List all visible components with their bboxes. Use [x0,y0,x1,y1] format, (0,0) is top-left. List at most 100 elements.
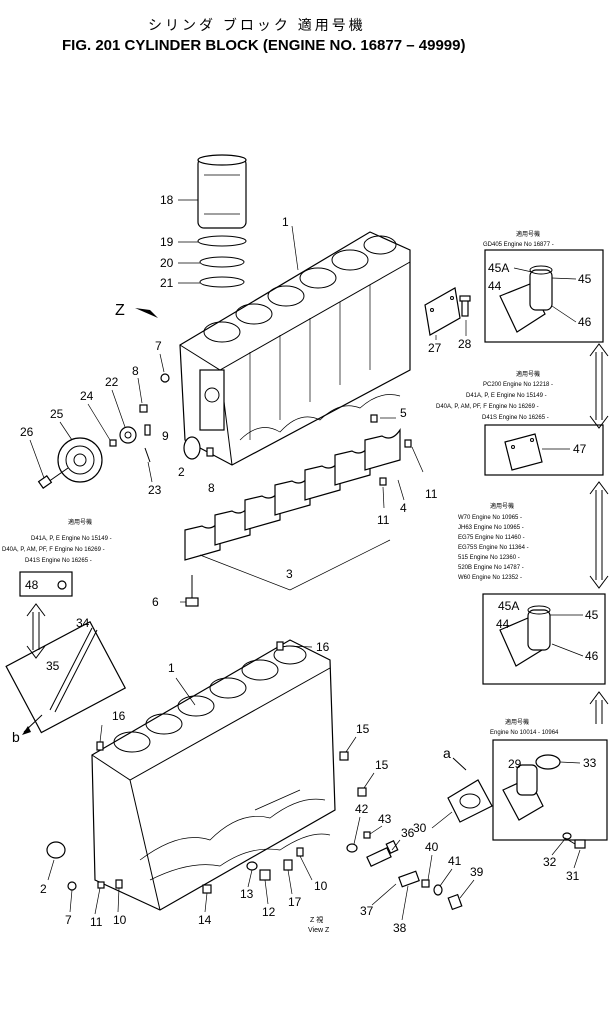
box-variant-w70 [482,593,606,685]
box5-line-2: D40A, P, AM, PF, F Engine No 16269 - [2,547,105,553]
callout-39: 39 [470,865,484,879]
callout-40: 40 [425,840,439,854]
callout-32: 32 [543,855,557,869]
callout-13: 13 [240,887,254,901]
callout-41: 41 [448,854,462,868]
callout-44-top: 44 [488,279,502,293]
callout-19: 19 [160,235,174,249]
double-arrow-2 [589,481,609,589]
liner-o-rings [197,235,247,288]
cylinder-liner [197,154,247,229]
box5-heading: 適用号機 [68,518,92,526]
plug-43 [363,831,371,839]
callout-26: 26 [20,425,34,439]
callout-17: 17 [288,895,302,909]
box3-line-2: JH63 Engine No 10965 - [458,525,524,531]
dipstick-tube [49,627,93,711]
callout-1-top: 1 [282,215,289,229]
box2-line-1: PC200 Engine No 12218 - [483,382,553,388]
water-outlet-elbow-top [499,265,553,333]
callout-44-low: 44 [496,617,510,631]
plug-14 [202,884,212,894]
roll-pin [144,447,151,463]
box3-line-7: W60 Engine No 12352 - [458,575,522,581]
callout-24: 24 [80,389,94,403]
box3-heading: 適用号機 [490,502,514,510]
box-dipstick [5,620,127,734]
pin-11-low [97,881,105,889]
main-cap-bolt [185,575,199,607]
box-variant-gd405 [484,249,604,343]
washer-32 [562,832,572,840]
box3-line-3: EG75 Engine No 11460 - [458,535,525,541]
box2-line-4: D41S Engine No 16265 - [482,415,549,421]
double-arrow-3 [589,691,609,724]
expansion-plug-low [46,841,66,859]
callout-15-b: 15 [375,758,389,772]
plug-15-b [357,787,367,797]
box3-line-5: 515 Engine No 12360 - [458,555,520,561]
box2-heading: 適用号機 [516,370,540,378]
marker-b: b [12,729,20,745]
plug-upper [160,373,170,383]
double-arrow-left [26,603,46,659]
box1-heading: 適用号機 [516,230,540,238]
callout-48: 48 [25,578,39,592]
callout-9: 9 [162,429,169,443]
dowel-pin-lower [206,447,214,457]
callout-42: 42 [355,802,369,816]
washer-13 [246,861,258,871]
callout-15-a: 15 [356,722,370,736]
box-variant-early [492,739,608,841]
box-variant-pc200 [484,424,604,476]
callout-7-top: 7 [155,339,162,353]
callout-35: 35 [46,659,60,673]
callout-21: 21 [160,276,174,290]
callout-25: 25 [50,407,64,421]
callout-5: 5 [400,406,407,420]
callout-8-mid: 8 [208,481,215,495]
callout-1-low: 1 [168,661,175,675]
callout-4: 4 [400,501,407,515]
plug-48 [57,580,67,590]
callout-45A-low: 45A [498,599,519,613]
plug-16-top [276,641,284,651]
callout-29: 29 [508,757,522,771]
view-z-arrow-icon [135,308,158,318]
water-outlet-small [502,764,544,821]
callout-22: 22 [105,375,119,389]
box3-line-1: W70 Engine No 10965 - [458,515,522,521]
cap-dowel [370,414,378,423]
callout-11-a: 11 [425,487,438,501]
callout-18: 18 [160,193,174,207]
water-cap [535,754,561,770]
box3-line-6: 520B Engine No 14787 - [458,565,524,571]
callout-8-top: 8 [132,364,139,378]
callout-30: 30 [413,821,427,835]
thermostat-cover-30 [447,779,493,823]
callout-2-low: 2 [40,882,47,896]
callout-23: 23 [148,483,162,497]
callout-45-low: 45 [585,608,599,622]
fitting-40-41-39 [398,870,463,911]
box4-line-1: Engine No 10014 - 10964 [490,730,559,736]
callout-11-b: 11 [377,513,390,527]
callout-45-top: 45 [578,272,592,286]
box-variant-d41a [19,571,73,597]
blank-cover-plate [504,433,543,471]
box1-line-1: GD405 Engine No 16877 - [483,242,554,248]
callout-43: 43 [378,812,392,826]
plug-16-left [96,741,104,751]
callout-3: 3 [286,567,293,581]
dowel-pin [139,404,148,413]
pin-10-low [115,879,123,889]
marker-a: a [443,745,451,761]
sensor-36 [366,839,399,867]
box3-line-4: EG75S Engine No 11364 - [458,545,529,551]
callout-16-top: 16 [316,640,330,654]
callout-33: 33 [583,756,597,770]
main-bearing-caps [184,428,401,561]
pin-10-r [296,847,304,857]
callout-34: 34 [76,616,90,630]
